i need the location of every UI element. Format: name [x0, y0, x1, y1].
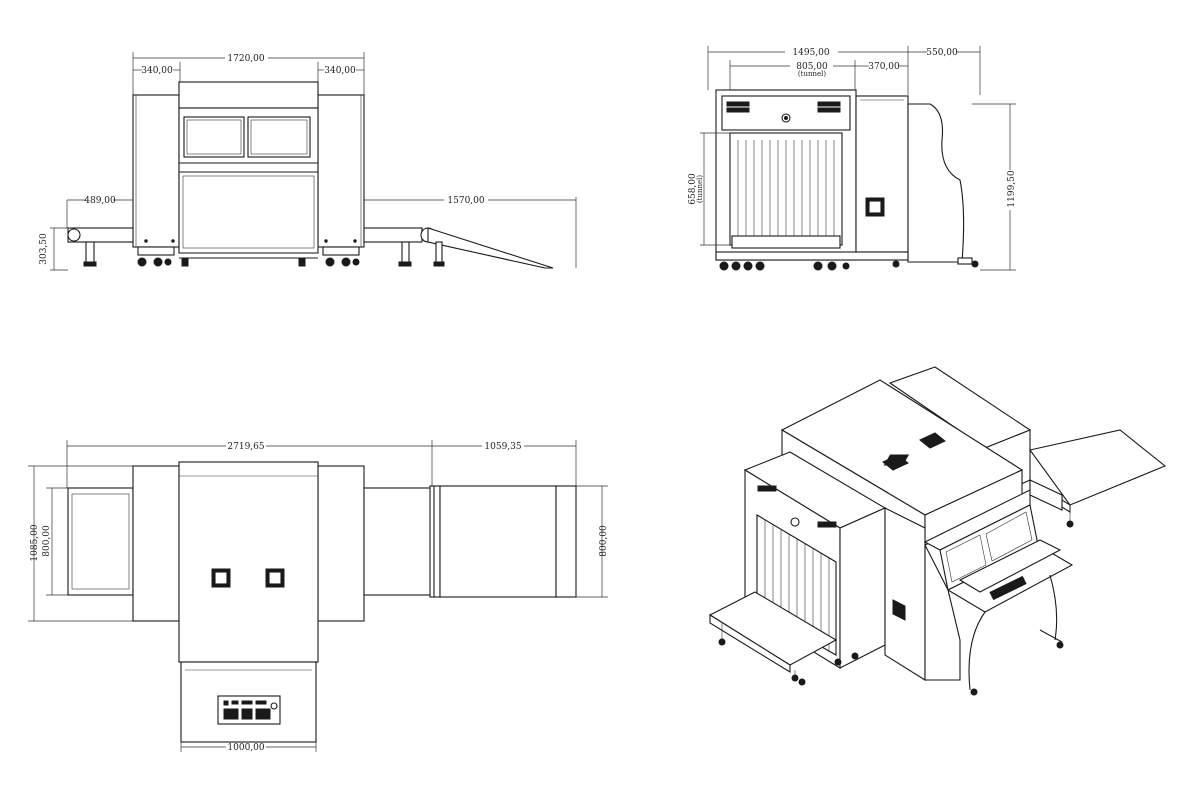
front-infeed-label: 489,00 — [84, 196, 116, 206]
top-overall-length-label: 2719,65 — [227, 442, 264, 452]
side-view: 1495,00 550,00 805,00 (tunnel) 370,00 — [688, 46, 1017, 271]
front-roller-height-label: 303,50 — [39, 233, 49, 265]
top-extension-length-label: 1059,35 — [484, 442, 521, 452]
front-view: 1720,00 340,00 340,00 — [39, 52, 577, 271]
side-overall-depth-label: 1495,00 — [792, 48, 829, 58]
top-overall-width-label: 1085,00 — [30, 524, 40, 561]
side-overall-height-label: 1199,50 — [1007, 170, 1017, 207]
front-right-module-label: 340,00 — [324, 66, 356, 76]
top-belt-width-left-label: 800,00 — [42, 525, 52, 557]
side-tunnel-width-label: 805,00 — [796, 62, 828, 72]
side-tunnel-height-note: (tunnel) — [696, 175, 704, 203]
top-belt-width-right-label: 800,00 — [599, 525, 609, 557]
side-tunnel-width-note: (tunnel) — [798, 70, 826, 78]
side-console-depth-label: 550,00 — [926, 48, 958, 58]
side-console-offset-label: 370,00 — [868, 62, 900, 72]
top-console-width-label: 1000,00 — [227, 743, 264, 753]
front-outfeed-label: 1570,00 — [447, 196, 484, 206]
top-view: 2719,65 1059,35 1085,00 800,00 800,00 — [28, 440, 609, 753]
side-tunnel-height-label: 658,00 — [688, 173, 698, 205]
isometric-view — [708, 366, 1167, 696]
front-overall-width-label: 1720,00 — [227, 54, 264, 64]
tunnel-curtain — [737, 140, 835, 236]
front-left-module-label: 340,00 — [141, 66, 173, 76]
